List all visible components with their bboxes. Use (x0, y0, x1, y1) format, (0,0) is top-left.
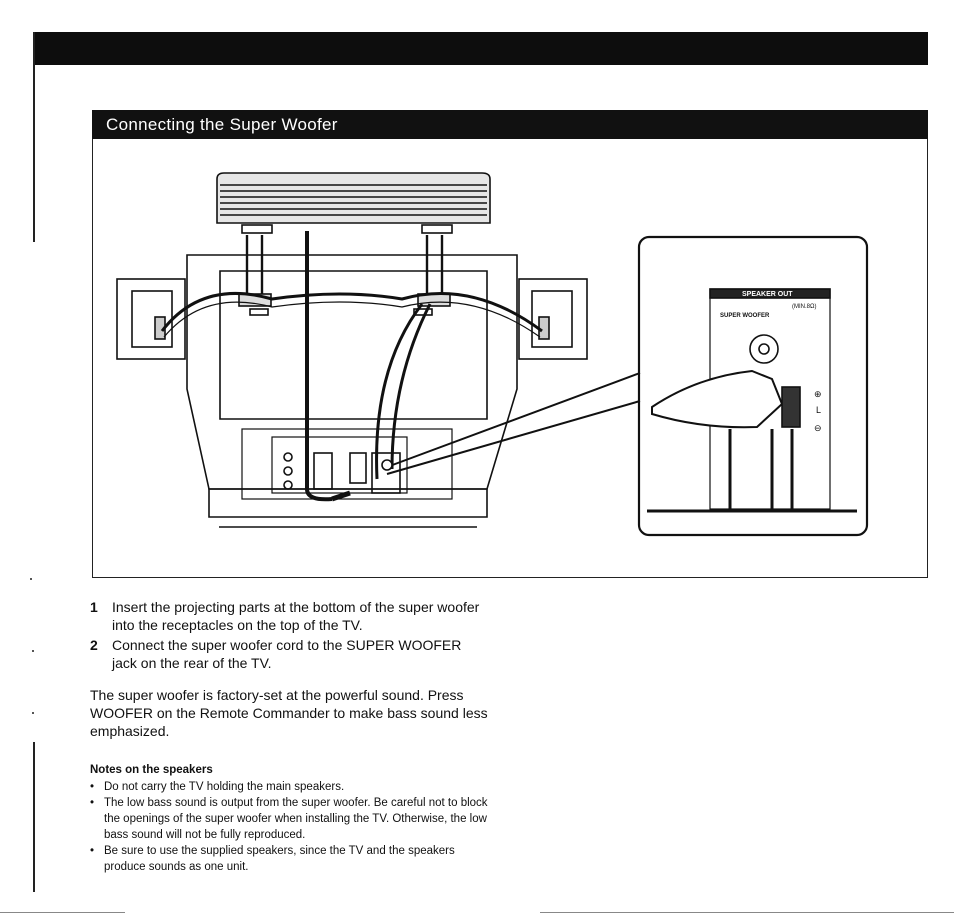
panel-heading: SPEAKER OUT (742, 291, 793, 298)
note-item: • The low bass sound is output from the … (90, 795, 490, 843)
section-header: Connecting the Super Woofer (92, 110, 928, 139)
woofer-setting-paragraph: The super woofer is factory-set at the p… (90, 687, 488, 739)
note-item: • Be sure to use the supplied speakers, … (90, 843, 490, 875)
step-number: 2 (90, 637, 98, 653)
steps-list: 1 Insert the projecting parts at the bot… (90, 598, 490, 674)
bullet-icon: • (90, 781, 95, 793)
super-woofer-unit (216, 172, 491, 234)
step-1: 1 Insert the projecting parts at the bot… (90, 598, 490, 634)
terminal-minus-label: ⊖ (814, 423, 822, 433)
note-text: Be sure to use the supplied speakers, si… (104, 845, 455, 873)
terminal-plus-label: ⊕ (814, 389, 822, 399)
right-speaker (518, 278, 588, 360)
step-number: 1 (90, 599, 98, 615)
panel-min-label: (MIN.8Ω) (792, 304, 816, 310)
super-woofer-jack-label: SUPER WOOFER (720, 313, 770, 319)
note-text: The low bass sound is output from the su… (104, 797, 488, 841)
bullet-icon: • (90, 797, 95, 809)
notes-section: Notes on the speakers • Do not carry the… (90, 762, 490, 875)
note-text: Do not carry the TV holding the main spe… (104, 781, 345, 793)
step-text: Insert the projecting parts at the botto… (112, 599, 480, 633)
top-banner-bar (35, 32, 928, 65)
step-text: Connect the super woofer cord to the SUP… (112, 637, 462, 671)
left-margin-rule-lower (33, 742, 35, 892)
bullet-icon: • (90, 845, 95, 857)
bottom-rule-left (0, 912, 125, 913)
step-2: 2 Connect the super woofer cord to the S… (90, 636, 490, 672)
jack-panel-inset (637, 235, 869, 537)
left-margin-rule (33, 32, 35, 242)
margin-speck (30, 578, 32, 580)
connection-illustration: SPEAKER OUT (MIN.8Ω) SUPER WOOFER ⊕ L ⊖ (116, 172, 869, 537)
notes-heading: Notes on the speakers (90, 764, 213, 776)
bottom-rule-right (540, 912, 954, 913)
tv-rear (186, 254, 518, 528)
left-speaker (116, 278, 186, 360)
margin-speck (32, 650, 34, 652)
terminal-l-label: L (816, 405, 821, 415)
note-item: • Do not carry the TV holding the main s… (90, 779, 490, 795)
margin-speck (32, 712, 34, 714)
